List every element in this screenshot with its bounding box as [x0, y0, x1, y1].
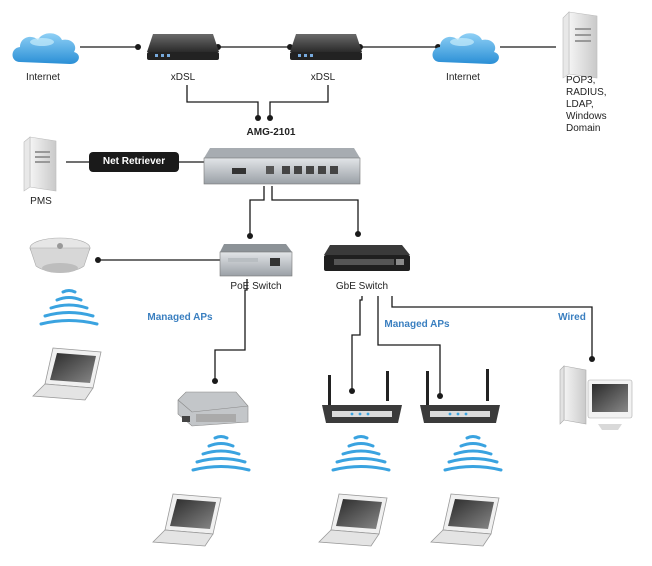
access-point-icon [420, 369, 500, 423]
internet-left-label: Internet [26, 72, 60, 83]
connection-dots [95, 44, 595, 399]
xdsl-right-label: xDSL [310, 72, 336, 83]
poe-switch-icon [219, 244, 293, 277]
gateway-label: AMG-2101 [246, 127, 296, 138]
wifi-signal-icon [39, 289, 99, 326]
wifi-signal-icon [443, 435, 503, 472]
access-point-icon [322, 371, 402, 423]
wired-label: Wired [558, 312, 586, 323]
connection-lines [66, 46, 593, 395]
poe-switch-label: PoE Switch [230, 281, 282, 292]
internet-right-label: Internet [446, 72, 480, 83]
desktop-computer-icon [559, 365, 633, 430]
laptop-icon [430, 493, 500, 547]
wifi-signal-icon [331, 435, 391, 472]
managed-aps-right-label: Managed APs [384, 319, 450, 330]
xdsl-left-label: xDSL [170, 72, 196, 83]
outdoor-access-point-icon [177, 391, 249, 427]
wifi-signal-icon [191, 435, 251, 472]
laptop-icon [318, 493, 388, 547]
cloud-icon [12, 33, 79, 64]
pms-label: PMS [30, 196, 52, 207]
server-windows-label: Windows [566, 111, 607, 122]
laptop-icon [152, 493, 222, 547]
modem-icon [290, 34, 362, 60]
ceiling-access-point-icon [29, 237, 91, 273]
net-retriever-badge: Net Retriever [89, 152, 179, 172]
server-radius-label: RADIUS, [566, 87, 607, 98]
server-icon [562, 11, 598, 79]
server-domain-label: Domain [566, 123, 601, 134]
gateway-device-icon [203, 148, 361, 185]
server-ldap-label: LDAP, [566, 99, 594, 110]
server-icon [23, 136, 57, 192]
cloud-icon [432, 33, 499, 64]
laptop-icon [32, 347, 102, 401]
modem-icon [147, 34, 219, 60]
server-pop3-label: POP3, [566, 75, 596, 86]
gbe-switch-label: GbE Switch [335, 281, 389, 292]
gbe-switch-icon [324, 245, 410, 271]
managed-aps-left-label: Managed APs [147, 312, 213, 323]
